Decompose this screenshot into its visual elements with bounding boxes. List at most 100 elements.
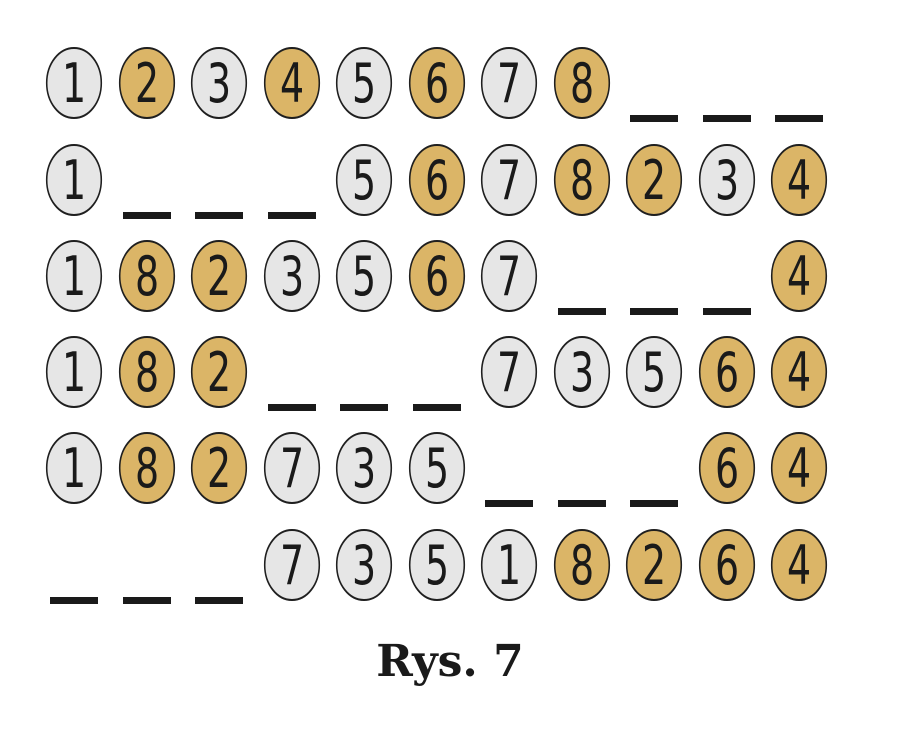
coin-number: 7 — [496, 52, 522, 115]
coin-number: 7 — [496, 149, 522, 212]
coin-8: 8 — [118, 240, 175, 312]
coin-5: 5 — [408, 432, 465, 504]
coin-6: 6 — [408, 240, 465, 312]
coin-number: 3 — [206, 52, 232, 115]
coin-4: 4 — [770, 432, 828, 504]
coin-number: 1 — [61, 437, 87, 500]
coin-number: 5 — [424, 437, 449, 500]
empty-slot-dash — [485, 500, 533, 507]
coin-1: 1 — [45, 336, 103, 408]
empty-slot-dash — [412, 404, 461, 411]
coin-number: 6 — [424, 149, 449, 212]
coin-2: 2 — [190, 432, 248, 504]
coin-number: 2 — [206, 245, 232, 308]
coin-4: 4 — [263, 47, 320, 119]
coin-number: 4 — [786, 245, 812, 308]
coin-6: 6 — [408, 144, 465, 216]
coin-2: 2 — [190, 336, 248, 408]
coin-5: 5 — [408, 529, 465, 601]
coin-3: 3 — [190, 47, 248, 119]
coin-number: 2 — [134, 52, 159, 115]
coin-number: 3 — [351, 437, 377, 500]
coin-number: 5 — [424, 534, 449, 597]
coin-3: 3 — [553, 336, 610, 408]
coin-7: 7 — [480, 144, 538, 216]
empty-slot-dash — [50, 597, 98, 604]
empty-slot-dash — [122, 212, 171, 219]
coin-number: 4 — [786, 341, 812, 404]
coin-6: 6 — [698, 529, 755, 601]
coin-number: 5 — [351, 149, 377, 212]
coin-number: 8 — [569, 149, 594, 212]
coin-5: 5 — [335, 240, 393, 312]
coin-number: 8 — [134, 341, 159, 404]
coin-number: 6 — [424, 52, 449, 115]
coin-5: 5 — [335, 47, 393, 119]
coin-8: 8 — [118, 336, 175, 408]
coin-4: 4 — [770, 529, 828, 601]
coin-8: 8 — [118, 432, 175, 504]
coin-number: 1 — [61, 245, 87, 308]
coin-number: 8 — [569, 52, 594, 115]
coin-number: 6 — [714, 341, 739, 404]
coin-6: 6 — [698, 336, 755, 408]
coin-3: 3 — [335, 529, 393, 601]
coin-8: 8 — [553, 47, 610, 119]
empty-slot-dash — [557, 308, 606, 315]
coin-7: 7 — [480, 336, 538, 408]
coin-2: 2 — [118, 47, 175, 119]
coin-6: 6 — [698, 432, 755, 504]
empty-slot-dash — [775, 115, 823, 122]
coin-3: 3 — [335, 432, 393, 504]
coin-7: 7 — [480, 240, 538, 312]
coin-5: 5 — [625, 336, 683, 408]
coin-number: 7 — [279, 534, 304, 597]
coin-number: 8 — [134, 437, 159, 500]
coin-number: 3 — [714, 149, 739, 212]
empty-slot-dash — [702, 115, 751, 122]
coin-1: 1 — [45, 240, 103, 312]
coin-number: 7 — [496, 341, 522, 404]
empty-slot-dash — [557, 500, 606, 507]
coin-1: 1 — [45, 144, 103, 216]
coin-number: 1 — [61, 149, 87, 212]
coin-4: 4 — [770, 144, 828, 216]
coin-1: 1 — [45, 47, 103, 119]
coin-number: 4 — [786, 149, 812, 212]
coin-number: 1 — [61, 52, 87, 115]
empty-slot-dash — [702, 308, 751, 315]
coin-2: 2 — [625, 144, 683, 216]
coin-number: 7 — [279, 437, 304, 500]
coin-number: 4 — [279, 52, 304, 115]
empty-slot-dash — [195, 597, 243, 604]
coin-number: 3 — [279, 245, 304, 308]
figure-caption: Rys. 7 — [376, 636, 524, 687]
empty-slot-dash — [267, 404, 316, 411]
coin-3: 3 — [698, 144, 755, 216]
coin-number: 1 — [496, 534, 522, 597]
coin-number: 6 — [714, 534, 739, 597]
coin-number: 3 — [569, 341, 594, 404]
coin-number: 7 — [496, 245, 522, 308]
empty-slot-dash — [630, 308, 678, 315]
coin-2: 2 — [625, 529, 683, 601]
coin-7: 7 — [263, 529, 320, 601]
coin-7: 7 — [263, 432, 320, 504]
coin-4: 4 — [770, 240, 828, 312]
coin-1: 1 — [45, 432, 103, 504]
empty-slot-dash — [122, 597, 171, 604]
empty-slot-dash — [267, 212, 316, 219]
coin-6: 6 — [408, 47, 465, 119]
coin-number: 3 — [351, 534, 377, 597]
empty-slot-dash — [195, 212, 243, 219]
coin-number: 8 — [134, 245, 159, 308]
empty-slot-dash — [630, 500, 678, 507]
coin-8: 8 — [553, 529, 610, 601]
empty-slot-dash — [340, 404, 388, 411]
coin-number: 2 — [641, 534, 667, 597]
coin-7: 7 — [480, 47, 538, 119]
